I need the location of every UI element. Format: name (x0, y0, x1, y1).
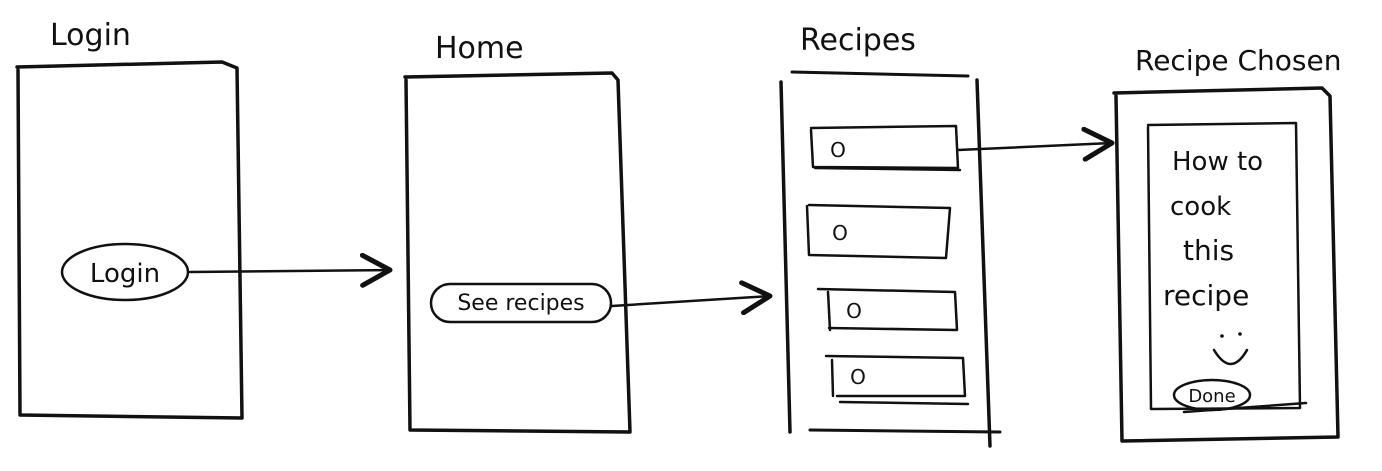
recipe-list-item[interactable]: O (824, 354, 970, 406)
login-button[interactable]: Login (60, 242, 190, 302)
recipes-screen: Recipes O O O O (779, 23, 1002, 448)
recipes-top-edge (790, 70, 970, 78)
recipe-item-marker: O (850, 365, 866, 389)
recipe-instructions-line: cook (1170, 192, 1231, 222)
smiley-icon (1212, 332, 1249, 366)
login-screen-title: Login (50, 18, 131, 53)
home-screen-frame (403, 71, 632, 434)
home-screen: Home See recipes (403, 31, 632, 434)
recipe-list-item[interactable]: O (809, 124, 962, 172)
recipe-item-marker: O (832, 221, 848, 245)
login-button-label: Login (90, 259, 160, 289)
login-screen: Login Login (15, 18, 244, 420)
arrow-recipes-to-chosen (956, 126, 1115, 162)
done-underline (1182, 401, 1308, 414)
recipe-instructions-line: this (1183, 234, 1234, 267)
recipe-instructions-line: How to (1172, 147, 1263, 177)
recipes-bottom-edge (808, 428, 1002, 434)
done-button-label: Done (1188, 386, 1235, 407)
see-recipes-button-label: See recipes (457, 291, 584, 316)
recipes-right-edge (975, 78, 992, 448)
see-recipes-button[interactable]: See recipes (429, 282, 613, 324)
recipes-left-edge (779, 80, 792, 434)
recipe-chosen-inner-panel (1146, 121, 1302, 411)
recipe-item-marker: O (830, 138, 846, 162)
recipe-chosen-screen-title: Recipe Chosen (1135, 44, 1342, 77)
recipe-instructions-line: recipe (1163, 279, 1249, 312)
recipe-chosen-outer-frame (1112, 86, 1340, 443)
home-screen-title: Home (435, 31, 524, 66)
recipes-screen-title: Recipes (800, 23, 916, 58)
arrow-home-to-recipes (610, 280, 773, 316)
recipe-list-item[interactable]: O (816, 287, 959, 332)
recipe-chosen-screen: Recipe Chosen How to cook this recipe Do… (1112, 44, 1342, 443)
done-button[interactable]: Done (1172, 378, 1252, 412)
arrow-login-to-home (188, 252, 393, 288)
recipe-item-marker: O (846, 299, 862, 323)
login-screen-frame (15, 60, 244, 420)
recipe-list-item[interactable]: O (805, 203, 952, 260)
